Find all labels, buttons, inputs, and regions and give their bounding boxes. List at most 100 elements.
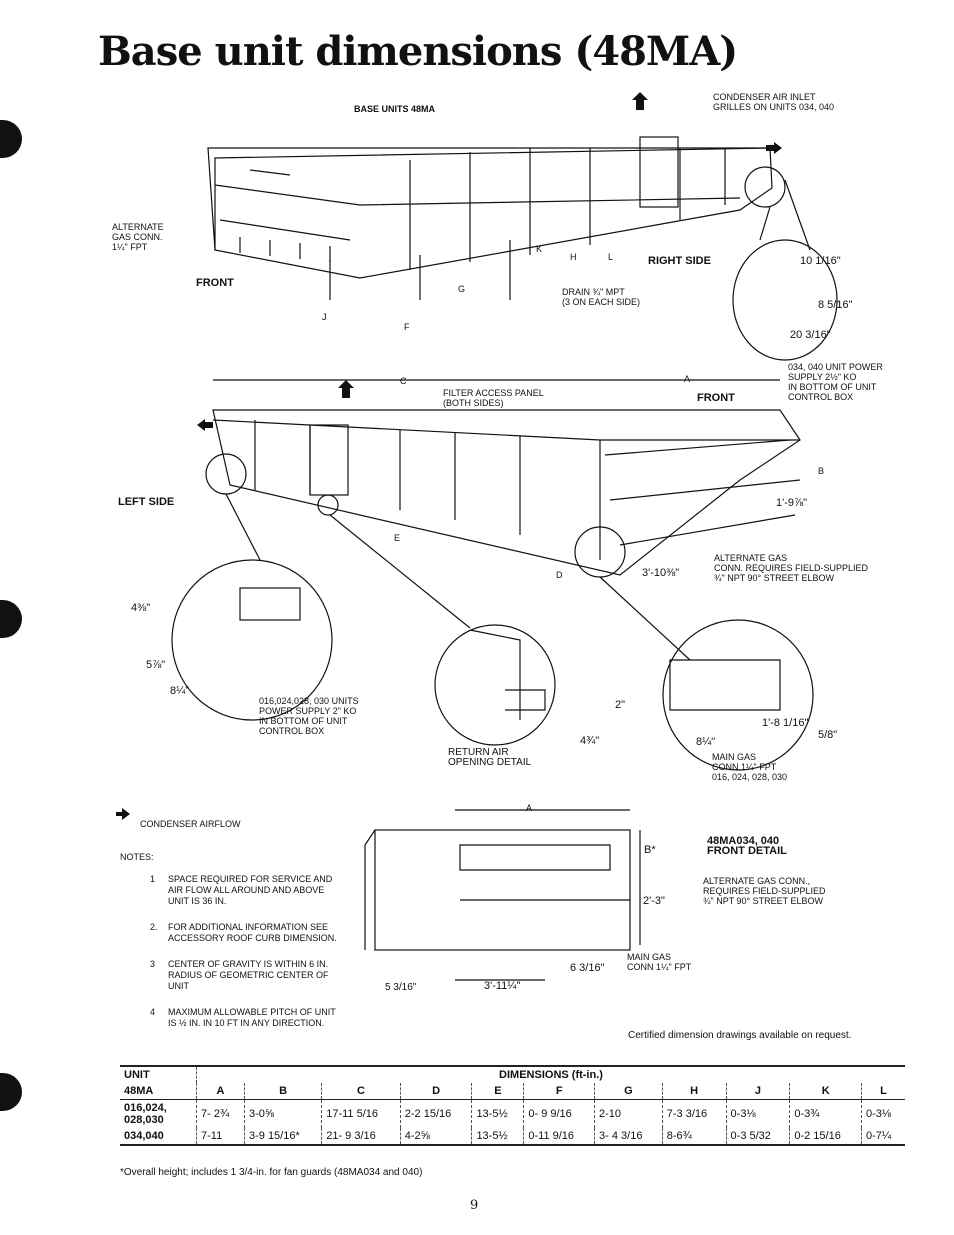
dim-1-8: 1'-8 1/16" (762, 717, 809, 729)
detail-circle-3 (434, 624, 556, 746)
condenser-grille-1 (639, 136, 679, 208)
dimensions-table: UNIT DIMENSIONS (ft-in.) 48MA A B C D E … (120, 1065, 905, 1146)
column-header: D (399, 1083, 472, 1100)
column-header: A (196, 1083, 245, 1100)
detail-circle-2 (171, 559, 333, 721)
column-header: H (661, 1083, 727, 1100)
table-cell: 2-2 15/16 (399, 1099, 472, 1128)
dim-5-3-16: 5 3/16" (385, 982, 417, 993)
drain-label: DRAIN ¾" MPT (3 ON EACH SIDE) (562, 287, 641, 307)
table-cell: 0-3⅛ (861, 1099, 905, 1128)
dim-letter-a: A (684, 374, 691, 384)
dim-height-3: 2'-3" (643, 895, 665, 907)
dim-6: 6 3/16" (570, 962, 605, 974)
table-cell: 0-11 9/16 (523, 1128, 595, 1146)
detail-callout-1 (744, 166, 786, 208)
dim-letter-d: D (556, 570, 563, 580)
dim-letter-l: L (608, 252, 614, 262)
unit-1-mid (214, 184, 741, 206)
dim-5-7-8: 5⅞" (146, 659, 166, 671)
dim-d-value: 3'-10⅜" (642, 567, 680, 579)
unit-2-outline (212, 409, 801, 576)
unit-3-grille (459, 844, 611, 871)
legend-arrow-icon (116, 808, 130, 820)
column-header: K (789, 1083, 862, 1100)
binding-hole (0, 1073, 22, 1111)
dim-letter-k: K (536, 244, 543, 254)
detail-circle-4 (662, 619, 814, 771)
binding-hole (0, 600, 22, 638)
dim-5-8: 5/8" (818, 729, 838, 741)
notes-label: NOTES: (120, 852, 154, 862)
dim-letter-g: G (458, 284, 466, 294)
dim-letter-b-3: B* (644, 844, 656, 856)
dim-20: 20 3/16" (790, 329, 831, 341)
table-cell: 17-11 5/16 (321, 1099, 401, 1128)
table-cell: 4-2⅝ (399, 1128, 472, 1146)
airflow-arrow-icon-2 (338, 380, 354, 398)
table-cell: 2-10 (594, 1099, 663, 1128)
table-cell: 13-5½ (471, 1128, 524, 1146)
dim-letter-h: H (570, 252, 577, 262)
power-supply-label-2: 016,024,028, 030 UNITS POWER SUPPLY 2" K… (259, 696, 359, 736)
model-header: 48MA (120, 1083, 197, 1100)
alternate-gas-label-3: ALTERNATE GAS CONN., REQUIRES FIELD-SUPP… (703, 876, 826, 906)
column-header: L (861, 1083, 905, 1100)
footnote: *Overall height; includes 1 3/4-in. for … (120, 1167, 423, 1178)
main-gas-label-2: MAIN GAS CONN 1¼" FPT (627, 952, 692, 972)
table-cell: 0-3⅛ (725, 1099, 790, 1128)
unit-3-outline (374, 829, 631, 951)
dim-8-1-4: 8¼" (170, 685, 190, 697)
page-number: 9 (470, 1198, 479, 1213)
dim-height-2: 1'-9⅞" (776, 497, 808, 509)
column-header: F (523, 1083, 595, 1100)
table-row: 034,040 7-11 3-9 15/16* 21- 9 3/16 4-2⅝ … (120, 1128, 905, 1146)
table-cell: 0-3¾ (789, 1099, 862, 1128)
drawing1-heading: BASE UNITS 48MA (354, 104, 436, 114)
power-supply-label-1: 034, 040 UNIT POWER SUPPLY 2½" KO IN BOT… (788, 362, 883, 402)
dim-letter-c: C (400, 376, 407, 386)
table-cell: 3-0⅝ (243, 1099, 322, 1128)
dim-letter-a-3: A (526, 803, 533, 813)
condenser-grille-2 (309, 424, 349, 496)
binding-hole (0, 120, 22, 158)
front-detail-heading: 48MA034, 040 FRONT DETAIL (707, 835, 787, 857)
note-item: 2.FOR ADDITIONAL INFORMATION SEE ACCESSO… (150, 922, 337, 943)
column-header: J (725, 1083, 790, 1100)
detail-circle-1 (732, 239, 838, 361)
table-cell: 7-3 3/16 (661, 1099, 727, 1128)
filter-access-label: FILTER ACCESS PANEL (BOTH SIDES) (443, 388, 544, 408)
table-row: 016,024, 028,030 7- 2¾ 3-0⅝ 17-11 5/16 2… (120, 1099, 905, 1128)
front-label-1: FRONT (196, 277, 234, 289)
dim-8: 8 5/16" (818, 299, 853, 311)
dim-4-3-8: 4⅜" (131, 602, 151, 614)
table-cell: 21- 9 3/16 (321, 1128, 401, 1146)
dim-10: 10 1/16" (800, 255, 841, 267)
condenser-inlet-label: CONDENSER AIR INLET GRILLES ON UNITS 034… (713, 92, 835, 112)
table-cell: 0-3 5/32 (725, 1128, 790, 1146)
table-cell: 3- 4 3/16 (594, 1128, 663, 1146)
page-title: Base unit dimensions (48MA) (98, 28, 738, 75)
dim-letter-b: B (818, 466, 825, 476)
dim-letter-j: J (322, 312, 327, 322)
dim-3-11: 3'-11¼" (484, 980, 521, 992)
table-cell: 13-5½ (471, 1099, 524, 1128)
unit-cell: 034,040 (120, 1128, 197, 1146)
table-cell: 8-6¾ (661, 1128, 727, 1146)
return-air-label: RETURN AIR OPENING DETAIL (448, 747, 532, 768)
airflow-arrow-icon-1 (632, 92, 648, 110)
unit-1-edge (214, 147, 771, 250)
dimensions-header: DIMENSIONS (ft-in.) (196, 1065, 905, 1083)
table-cell: 0-2 15/16 (789, 1128, 862, 1146)
main-gas-label-1: MAIN GAS CONN 1¼" FPT 016, 024, 028, 030 (712, 752, 788, 782)
legend-label: CONDENSER AIRFLOW (140, 819, 241, 829)
alternate-gas-label-1: ALTERNATE GAS CONN. 1¼" FPT (112, 222, 164, 252)
table-cell: 0-7¼ (861, 1128, 905, 1146)
dim-2: 2" (615, 699, 626, 711)
table-cell: 7- 2¾ (196, 1099, 245, 1128)
table-cell: 7-11 (196, 1128, 245, 1146)
dim-8-1-4-b: 8¼" (696, 736, 716, 748)
airflow-arrow-icon-3 (197, 419, 213, 431)
